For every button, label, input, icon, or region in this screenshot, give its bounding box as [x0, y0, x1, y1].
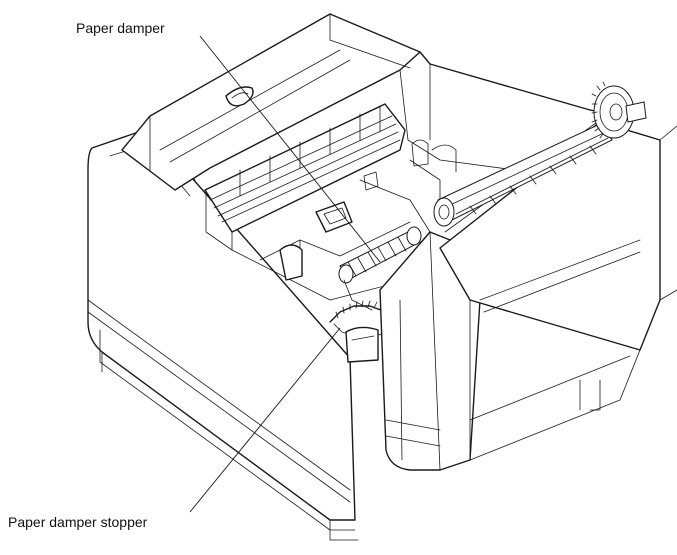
paper-damper-leader: [199, 35, 381, 263]
paper-damper: [338, 226, 422, 311]
printer-body-left: [87, 127, 359, 541]
front-cover-open: [379, 119, 677, 471]
paper-damper-stopper-leader: [189, 327, 341, 513]
platen-drive-gear: [591, 81, 647, 139]
paper-damper-stopper: [329, 300, 401, 363]
paper-damper-label: Paper damper: [76, 20, 165, 36]
paper-damper-stopper-label: Paper damper stopper: [8, 514, 148, 530]
paper-guide-cavity: [231, 139, 457, 301]
printer-top-cover: [121, 13, 421, 191]
